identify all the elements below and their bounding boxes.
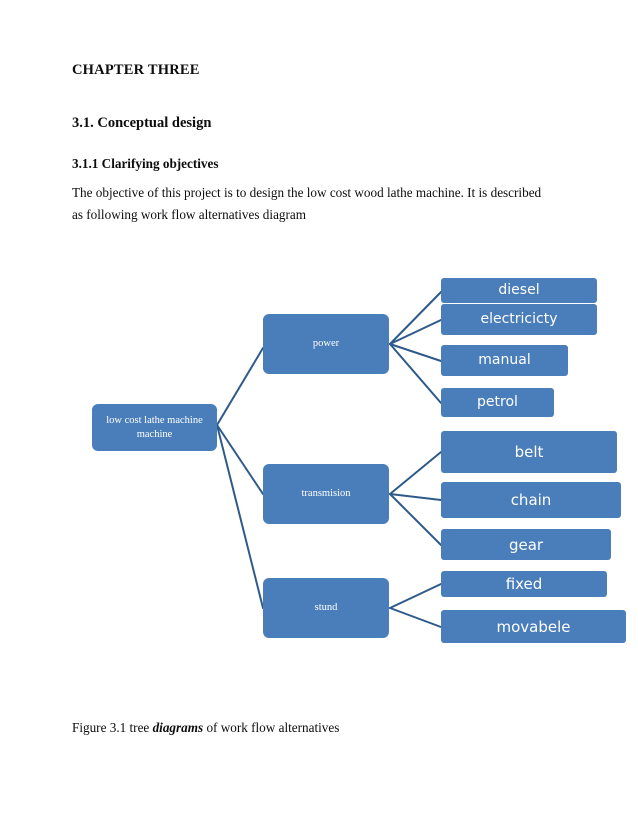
node-power[interactable]: power (263, 314, 389, 374)
caption-prefix: Figure 3.1 tree (72, 720, 153, 735)
text-content: CHAPTER THREE 3.1. Conceptual design 3.1… (72, 62, 552, 227)
node-electricicty[interactable]: electricicty (441, 304, 597, 335)
node-chain[interactable]: chain (441, 482, 621, 518)
edge-stund-fixed (389, 583, 442, 609)
node-fixed[interactable]: fixed (441, 571, 607, 597)
node-petrol[interactable]: petrol (441, 388, 554, 417)
section-heading: 3.1. Conceptual design (72, 115, 212, 132)
edge-transmision-belt (389, 451, 442, 495)
node-movabele[interactable]: movabele (441, 610, 626, 643)
node-manual[interactable]: manual (441, 345, 568, 376)
node-belt[interactable]: belt (441, 431, 617, 473)
node-stund[interactable]: stund (263, 578, 389, 638)
caption-emphasis: diagrams (152, 720, 204, 735)
edge-power-manual (389, 343, 442, 362)
edge-power-electricicty (389, 319, 442, 345)
edge-root-power (216, 347, 264, 426)
edge-root-stund (216, 424, 264, 609)
edge-stund-movabele (389, 607, 442, 628)
subsection-heading: 3.1.1 Clarifying objectives (72, 155, 219, 171)
node-gear[interactable]: gear (441, 529, 611, 560)
edge-power-petrol (389, 343, 442, 404)
edge-root-transmision (216, 424, 264, 495)
caption-suffix: of work flow alternatives (203, 720, 340, 735)
body-paragraph: The objective of this project is to desi… (72, 184, 542, 223)
edge-transmision-gear (389, 493, 442, 546)
edge-transmision-chain (389, 493, 442, 501)
node-diesel[interactable]: diesel (441, 278, 597, 303)
edge-power-diesel (389, 291, 442, 345)
chapter-title: CHAPTER THREE (72, 62, 200, 78)
figure-caption: Figure 3.1 tree diagrams of work flow al… (72, 719, 339, 736)
node-transmision[interactable]: transmision (263, 464, 389, 524)
